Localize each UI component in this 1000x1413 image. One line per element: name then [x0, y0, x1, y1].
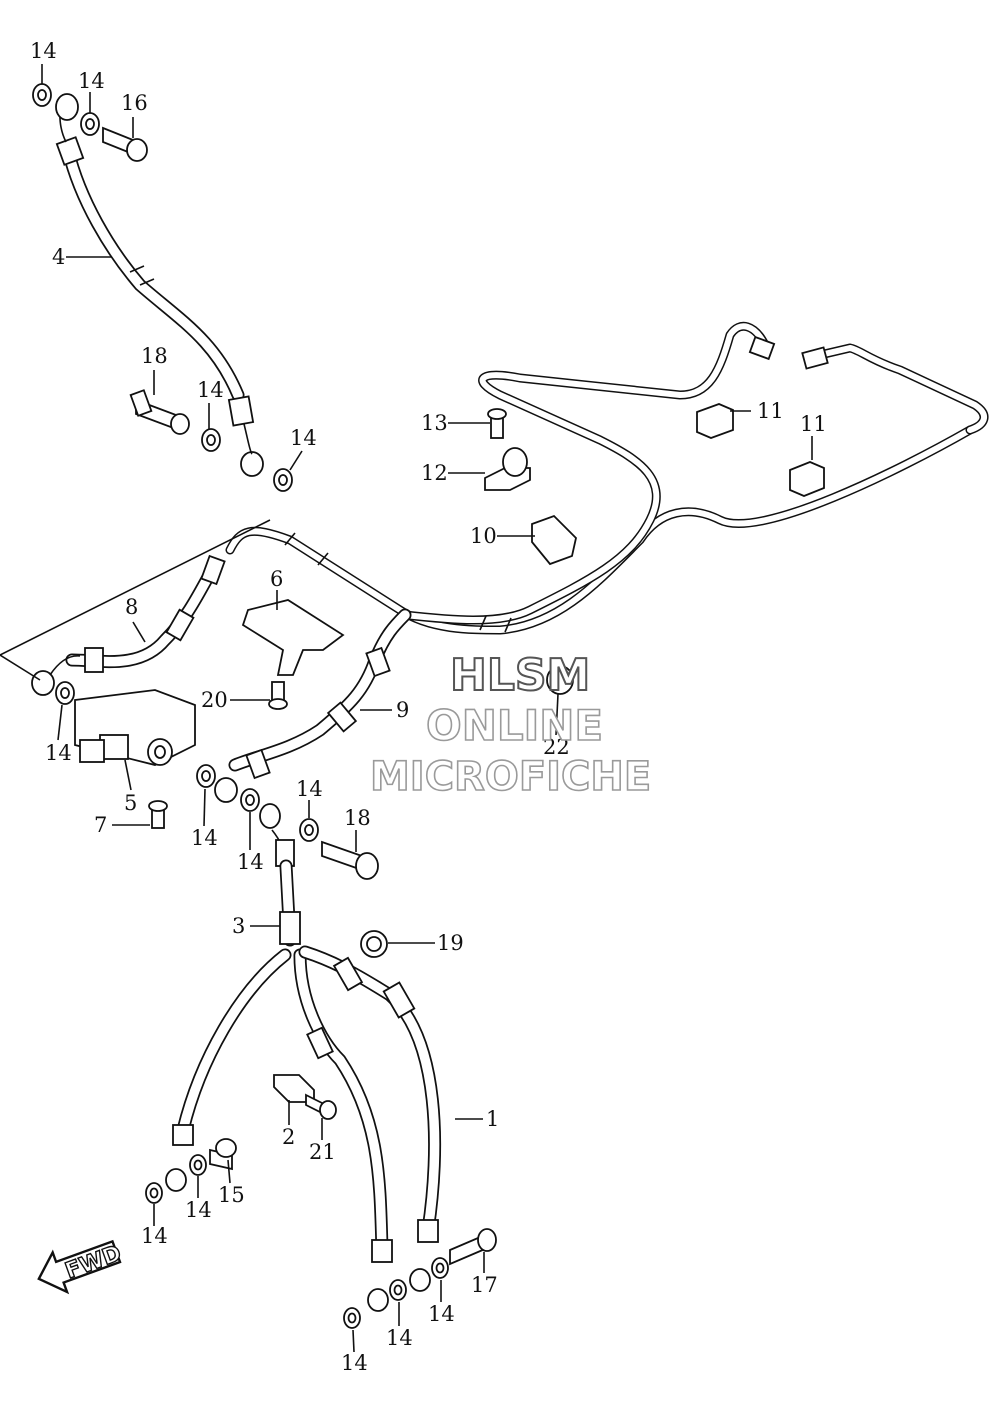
- watermark-line-1: HLSM: [450, 650, 590, 701]
- callout-17: 17: [471, 1273, 498, 1297]
- fwd-arrow-icon: [37, 1239, 122, 1295]
- callout-7: 7: [94, 813, 107, 837]
- callout-1: 1: [486, 1107, 499, 1131]
- watermark-line-3: MICROFICHE: [370, 754, 651, 800]
- callout-14: 14: [290, 426, 317, 450]
- hose-4: [55, 93, 264, 477]
- callout-labels: 14 14 16 4 18 14 14 13 11 11 12 10 6 8 2…: [30, 39, 827, 1375]
- upper-fittings: [32, 83, 293, 492]
- callout-14: 14: [428, 1302, 455, 1326]
- callout-18-lower: 18: [344, 806, 371, 830]
- callout-14: 14: [78, 69, 105, 93]
- callout-14: 14: [191, 826, 218, 850]
- callout-11-right: 11: [800, 412, 827, 436]
- hose-8: [31, 554, 226, 705]
- joint-block-5: [74, 689, 216, 829]
- callout-16: 16: [121, 91, 148, 115]
- callout-6: 6: [270, 567, 283, 591]
- callout-18-upper: 18: [141, 344, 168, 368]
- grommet-22: [546, 665, 574, 695]
- fwd-arrow-badge: FWD: [37, 1239, 125, 1295]
- callout-14: 14: [197, 378, 224, 402]
- reference-line: [0, 519, 271, 681]
- callout-15: 15: [218, 1183, 245, 1207]
- callout-22: 22: [543, 735, 570, 759]
- watermark: HLSM ONLINE MICROFICHE: [369, 649, 652, 801]
- callout-14: 14: [386, 1326, 413, 1350]
- callout-5: 5: [124, 791, 137, 815]
- callout-10: 10: [470, 524, 497, 548]
- hose-3-and-1: [165, 803, 442, 1312]
- callout-14-top-left: 14: [30, 39, 57, 63]
- bracket-6: [241, 599, 345, 710]
- callout-13: 13: [421, 411, 448, 435]
- callout-3: 3: [232, 914, 245, 938]
- watermark-line-2: ONLINE: [426, 701, 603, 750]
- hose-9: [214, 608, 412, 812]
- callout-14: 14: [45, 741, 72, 765]
- callout-19: 19: [437, 931, 464, 955]
- callout-14: 14: [141, 1224, 168, 1248]
- callout-4: 4: [52, 245, 65, 269]
- brake-pipes: [225, 321, 989, 635]
- callout-14: 14: [185, 1198, 212, 1222]
- leader-lines: [41, 64, 813, 1353]
- callout-2: 2: [282, 1125, 295, 1149]
- clamps: [484, 403, 825, 566]
- lower-fittings: [145, 818, 497, 1329]
- callout-20: 20: [201, 688, 228, 712]
- callout-8: 8: [125, 595, 138, 619]
- callout-21: 21: [309, 1140, 336, 1164]
- callout-14: 14: [237, 850, 264, 874]
- callout-9: 9: [396, 698, 409, 722]
- callout-14-bottom: 14: [341, 1351, 368, 1375]
- callout-12: 12: [421, 461, 448, 485]
- callout-11-left: 11: [757, 399, 784, 423]
- callout-14: 14: [296, 777, 323, 801]
